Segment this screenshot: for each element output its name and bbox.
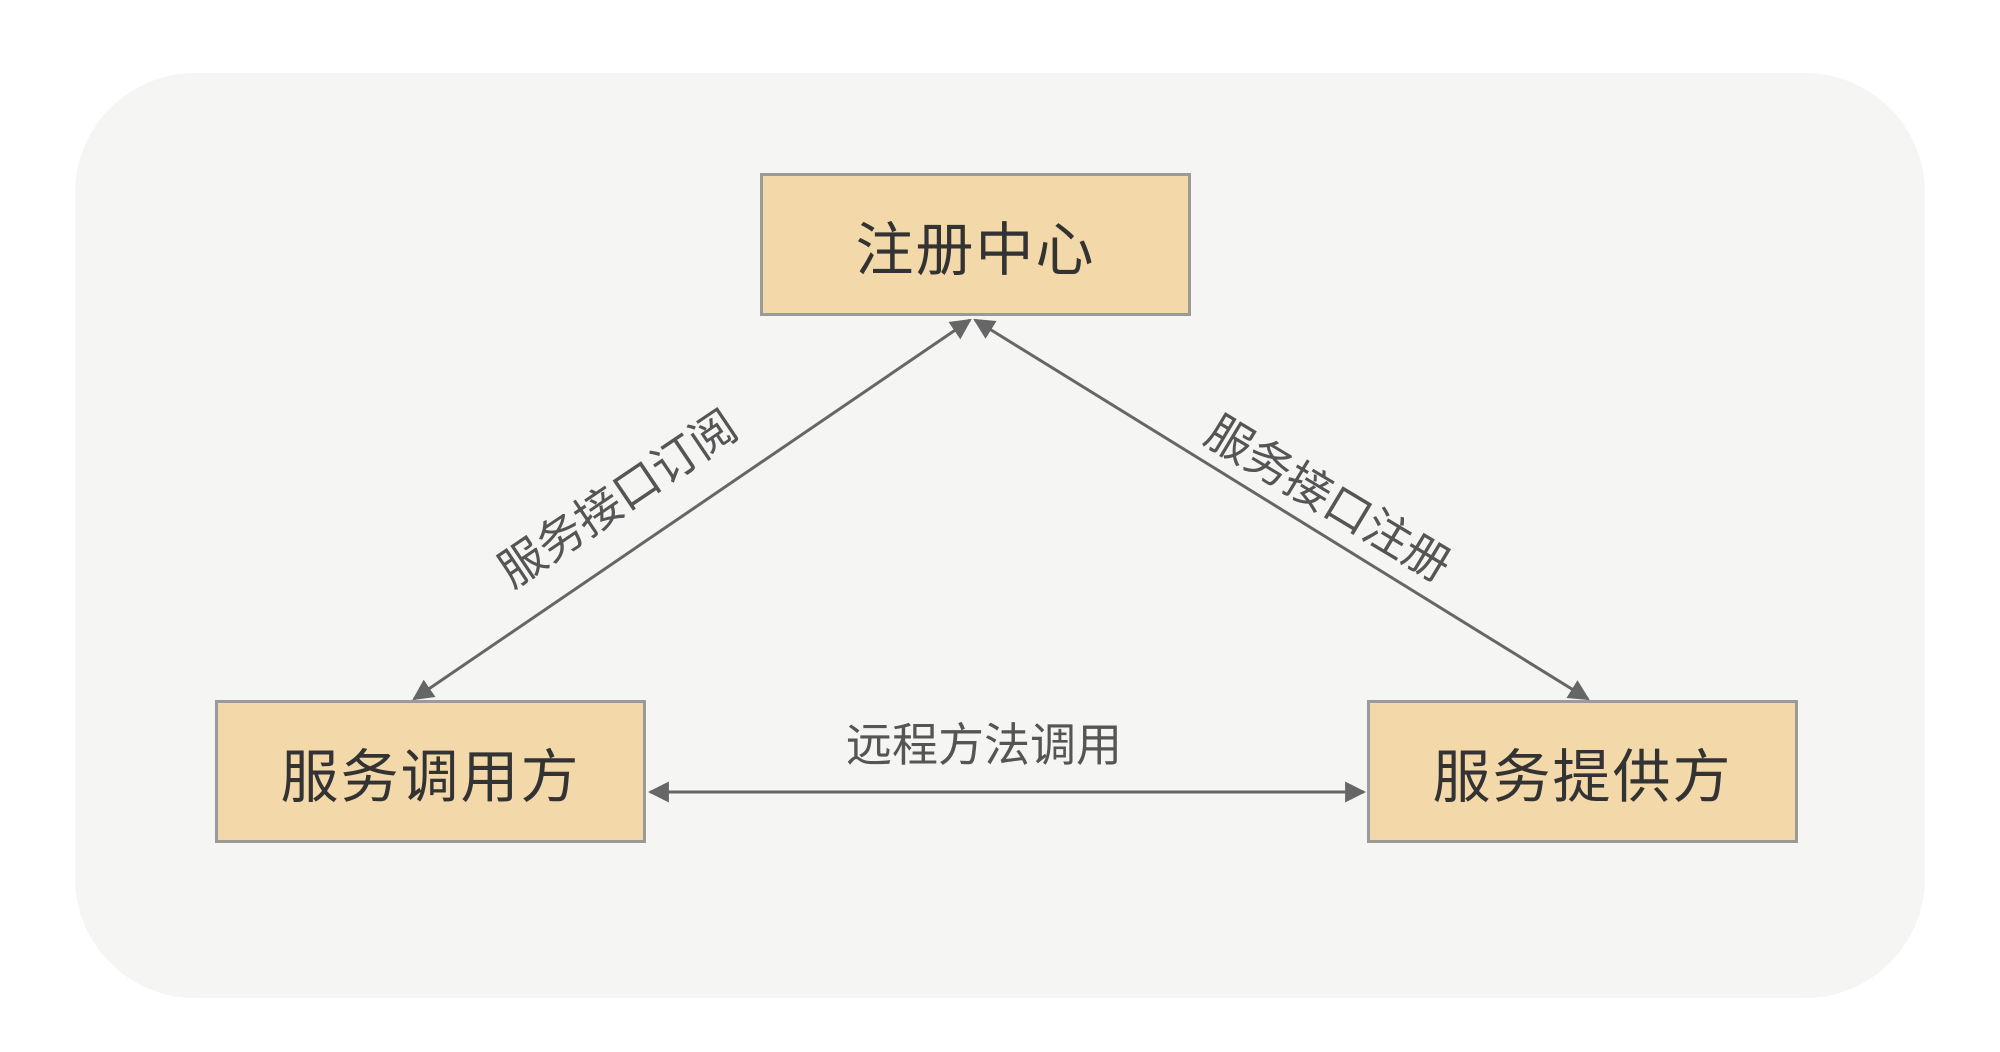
consumer-node: 服务调用方 xyxy=(215,700,646,843)
registry-node: 注册中心 xyxy=(760,173,1191,316)
rpc-edge-label: 远程方法调用 xyxy=(846,718,1122,772)
registry-node-label: 注册中心 xyxy=(855,215,1096,284)
provider-node-label: 服务提供方 xyxy=(1432,742,1733,811)
register-arrow xyxy=(973,318,1590,701)
consumer-node-label: 服务调用方 xyxy=(280,742,581,811)
provider-node: 服务提供方 xyxy=(1367,700,1798,843)
subscribe-arrow xyxy=(412,318,972,701)
